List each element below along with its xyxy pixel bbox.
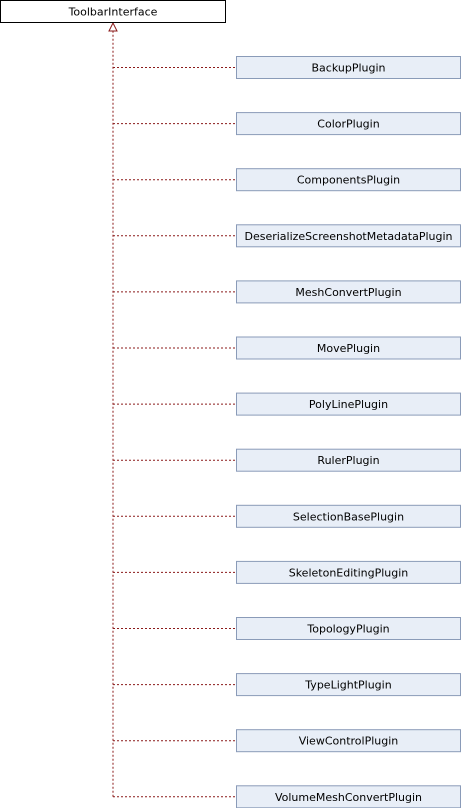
derived-class-label: MeshConvertPlugin: [295, 286, 401, 299]
derived-class-box[interactable]: [236, 112, 461, 136]
derived-class-node[interactable]: MovePlugin: [236, 336, 461, 360]
inheritance-edges: [113, 23, 237, 798]
derived-class-label: ComponentsPlugin: [297, 174, 400, 187]
derived-class-label: ColorPlugin: [317, 118, 379, 131]
derived-class-label: ViewControlPlugin: [299, 735, 399, 748]
derived-class-label: MovePlugin: [317, 342, 380, 355]
derived-class-node[interactable]: PolyLinePlugin: [236, 392, 461, 416]
derived-class-node[interactable]: ColorPlugin: [236, 112, 461, 136]
derived-class-box[interactable]: [236, 168, 461, 192]
derived-class-label: SkeletonEditingPlugin: [289, 566, 409, 579]
derived-class-node[interactable]: SkeletonEditingPlugin: [236, 560, 461, 584]
derived-class-node[interactable]: TopologyPlugin: [236, 617, 461, 640]
derived-class-label: TopologyPlugin: [306, 623, 389, 636]
derived-class-box[interactable]: [236, 729, 461, 753]
derived-class-box[interactable]: [236, 617, 461, 640]
derived-class-box[interactable]: [236, 560, 461, 584]
derived-class-label: TypeLightPlugin: [304, 679, 391, 692]
derived-class-node[interactable]: TypeLightPlugin: [236, 673, 461, 697]
derived-class-node[interactable]: ViewControlPlugin: [236, 729, 461, 753]
derived-class-node[interactable]: MeshConvertPlugin: [236, 280, 461, 304]
base-class-label: ToolbarInterface: [68, 6, 158, 19]
base-class-node[interactable]: ToolbarInterface: [0, 0, 226, 23]
derived-class-nodes: BackupPluginColorPluginComponentsPluginD…: [236, 56, 461, 808]
derived-class-node[interactable]: RulerPlugin: [236, 448, 461, 472]
derived-class-label: VolumeMeshConvertPlugin: [275, 791, 422, 804]
derived-class-label: BackupPlugin: [312, 62, 386, 75]
derived-class-label: PolyLinePlugin: [309, 398, 388, 411]
derived-class-node[interactable]: BackupPlugin: [236, 56, 461, 79]
base-class-box[interactable]: [0, 0, 226, 23]
derived-class-node[interactable]: DeserializeScreenshotMetadataPlugin: [236, 224, 461, 248]
derived-class-node[interactable]: ComponentsPlugin: [236, 168, 461, 192]
derived-class-box[interactable]: [236, 336, 461, 360]
derived-class-box[interactable]: [236, 280, 461, 304]
derived-class-label: RulerPlugin: [317, 454, 379, 467]
derived-class-box[interactable]: [236, 504, 461, 528]
derived-class-box[interactable]: [236, 392, 461, 416]
derived-class-box[interactable]: [236, 673, 461, 697]
derived-class-node[interactable]: VolumeMeshConvertPlugin: [236, 785, 461, 808]
derived-class-node[interactable]: SelectionBasePlugin: [236, 504, 461, 528]
derived-class-box[interactable]: [236, 56, 461, 79]
derived-class-label: DeserializeScreenshotMetadataPlugin: [244, 230, 452, 243]
derived-class-box[interactable]: [236, 448, 461, 472]
derived-class-label: SelectionBasePlugin: [293, 510, 404, 523]
derived-class-box[interactable]: [236, 224, 461, 248]
